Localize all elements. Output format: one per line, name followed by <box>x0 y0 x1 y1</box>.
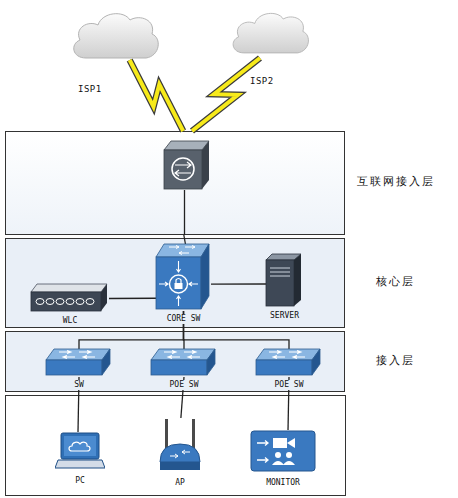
device-node: MONITOR <box>250 430 316 472</box>
endpoint-band <box>6 396 346 496</box>
isp-link <box>130 60 184 131</box>
device-node: SERVER <box>266 254 303 308</box>
device-label: SW <box>72 380 86 390</box>
device-label: POE SW <box>273 380 306 390</box>
layer-label: 接入层 <box>348 354 443 368</box>
network-link <box>78 377 79 432</box>
device-label: POE SW <box>168 380 201 390</box>
network-link <box>184 311 290 349</box>
network-link <box>211 283 266 284</box>
switch-icon <box>151 349 215 375</box>
switch-icon <box>256 349 320 375</box>
network-link <box>79 311 184 349</box>
layer-band: 核心层WLCCORE SWSERVER <box>5 238 345 328</box>
network-link <box>181 377 184 418</box>
layer-band: 互联网接入层 <box>5 131 345 235</box>
device-node: PC <box>55 432 105 470</box>
isp-link <box>192 58 260 131</box>
switch-icon <box>46 349 110 375</box>
network-link <box>287 377 289 430</box>
layer-label: 核心层 <box>348 275 443 289</box>
core-switch-icon <box>156 244 209 309</box>
firewall-wire <box>184 190 185 235</box>
wlc-icon <box>31 284 107 311</box>
isp-label: ISP1 <box>78 84 102 95</box>
device-label: MONITOR <box>264 478 302 488</box>
network-link <box>109 298 156 300</box>
device-node: WLC <box>31 284 109 313</box>
isp-cloud <box>74 14 159 58</box>
bolt-outline <box>192 58 260 131</box>
monitor-icon <box>251 431 315 471</box>
device-label: WLC <box>61 316 79 326</box>
device-node: AP <box>158 418 202 472</box>
pc-icon <box>55 433 105 468</box>
isp-cloud <box>233 13 308 53</box>
isp-cloud: ISP1 <box>68 8 160 60</box>
device-node: POE SW <box>151 349 217 377</box>
ap-icon <box>160 419 200 470</box>
layer-label: 互联网接入层 <box>348 175 443 189</box>
device-label: SERVER <box>268 311 301 321</box>
firewall-icon <box>164 141 209 189</box>
bolt-outline <box>130 60 184 131</box>
device-node: CORE SW <box>156 244 211 311</box>
isp-label: ISP2 <box>250 76 274 87</box>
server-icon <box>266 254 301 306</box>
device-node: POE SW <box>256 349 322 377</box>
network-link <box>184 235 186 244</box>
device-label: AP <box>173 478 187 488</box>
isp-cloud: ISP2 <box>228 5 310 58</box>
device-label: PC <box>73 476 87 486</box>
device-label: CORE SW <box>165 314 203 324</box>
device-node: SW <box>46 349 112 377</box>
